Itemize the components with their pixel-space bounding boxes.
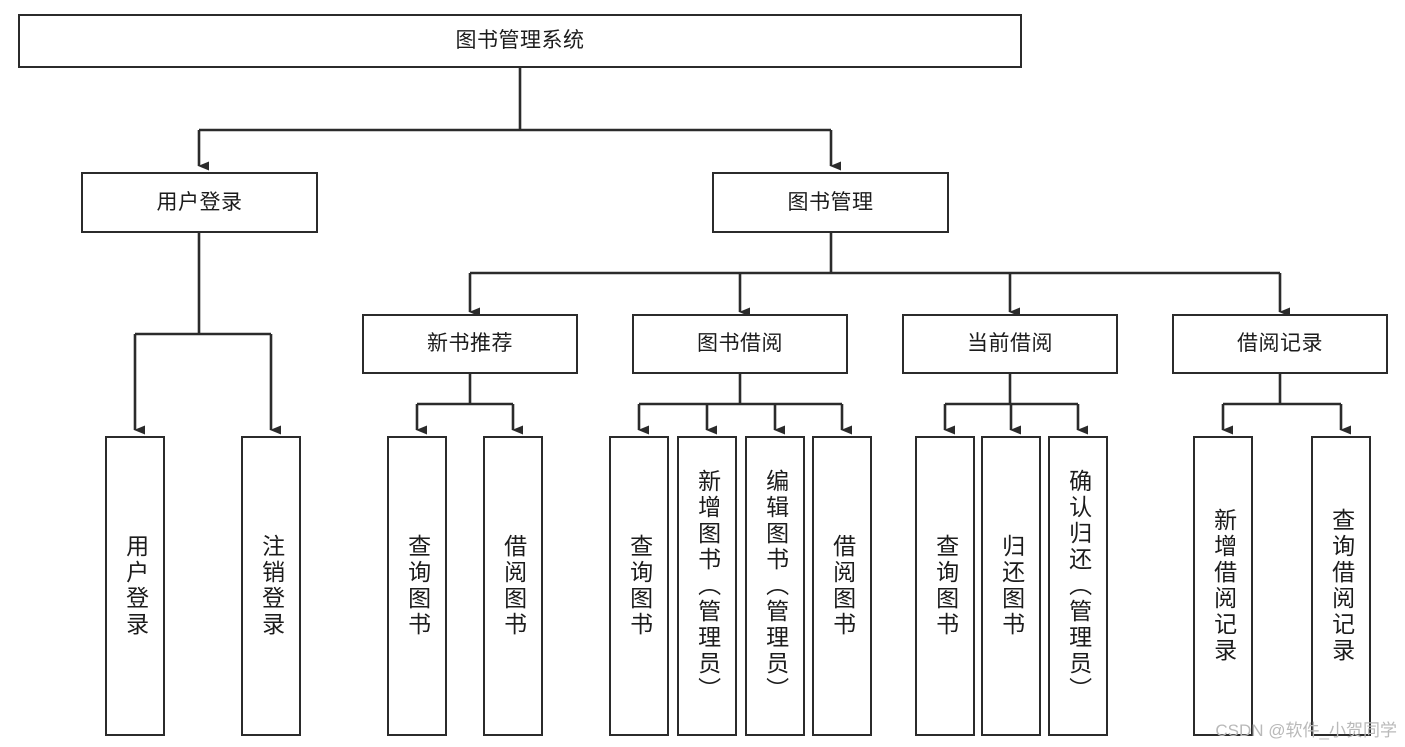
node-leaf-borrow-book-1-label: 借阅图书 [500, 534, 527, 638]
node-book-manage[interactable]: 图书管理 [712, 172, 949, 233]
node-borrow-record[interactable]: 借阅记录 [1172, 314, 1388, 374]
node-leaf-confirm-return-label: 确认归还（管理员） [1065, 469, 1092, 703]
node-leaf-query-book-1-label: 查询图书 [404, 534, 431, 638]
node-leaf-query-book-3[interactable]: 查询图书 [915, 436, 975, 736]
node-current-borrow-label: 当前借阅 [967, 332, 1053, 356]
node-leaf-add-book-label: 新增图书（管理员） [694, 469, 721, 703]
node-book-borrow[interactable]: 图书借阅 [632, 314, 848, 374]
node-leaf-query-book-2[interactable]: 查询图书 [609, 436, 669, 736]
node-leaf-query-book-1[interactable]: 查询图书 [387, 436, 447, 736]
node-root-label: 图书管理系统 [455, 29, 585, 53]
node-current-borrow[interactable]: 当前借阅 [902, 314, 1118, 374]
node-leaf-query-book-2-label: 查询图书 [626, 534, 653, 638]
node-leaf-add-record-label: 新增借阅记录 [1210, 508, 1237, 664]
node-leaf-add-book[interactable]: 新增图书（管理员） [677, 436, 737, 736]
node-new-book-recommend[interactable]: 新书推荐 [362, 314, 578, 374]
node-leaf-borrow-book-2[interactable]: 借阅图书 [812, 436, 872, 736]
node-leaf-user-logout[interactable]: 注销登录 [241, 436, 301, 736]
node-leaf-borrow-book-1[interactable]: 借阅图书 [483, 436, 543, 736]
node-leaf-edit-book[interactable]: 编辑图书（管理员） [745, 436, 805, 736]
node-book-borrow-label: 图书借阅 [697, 332, 783, 356]
node-leaf-user-login[interactable]: 用户登录 [105, 436, 165, 736]
node-leaf-add-record[interactable]: 新增借阅记录 [1193, 436, 1253, 736]
node-user-login[interactable]: 用户登录 [81, 172, 318, 233]
node-leaf-query-record-label: 查询借阅记录 [1328, 508, 1355, 664]
node-book-manage-label: 图书管理 [787, 190, 874, 214]
node-borrow-record-label: 借阅记录 [1237, 332, 1323, 356]
node-leaf-user-logout-label: 注销登录 [258, 534, 285, 638]
node-leaf-query-record[interactable]: 查询借阅记录 [1311, 436, 1371, 736]
node-leaf-return-book[interactable]: 归还图书 [981, 436, 1041, 736]
node-new-book-recommend-label: 新书推荐 [427, 332, 513, 356]
node-leaf-borrow-book-2-label: 借阅图书 [829, 534, 856, 638]
node-leaf-confirm-return[interactable]: 确认归还（管理员） [1048, 436, 1108, 736]
node-leaf-edit-book-label: 编辑图书（管理员） [762, 469, 789, 703]
node-leaf-query-book-3-label: 查询图书 [932, 534, 959, 638]
node-leaf-return-book-label: 归还图书 [998, 534, 1025, 638]
node-root[interactable]: 图书管理系统 [18, 14, 1022, 68]
node-user-login-label: 用户登录 [156, 190, 243, 214]
node-leaf-user-login-label: 用户登录 [122, 534, 149, 638]
